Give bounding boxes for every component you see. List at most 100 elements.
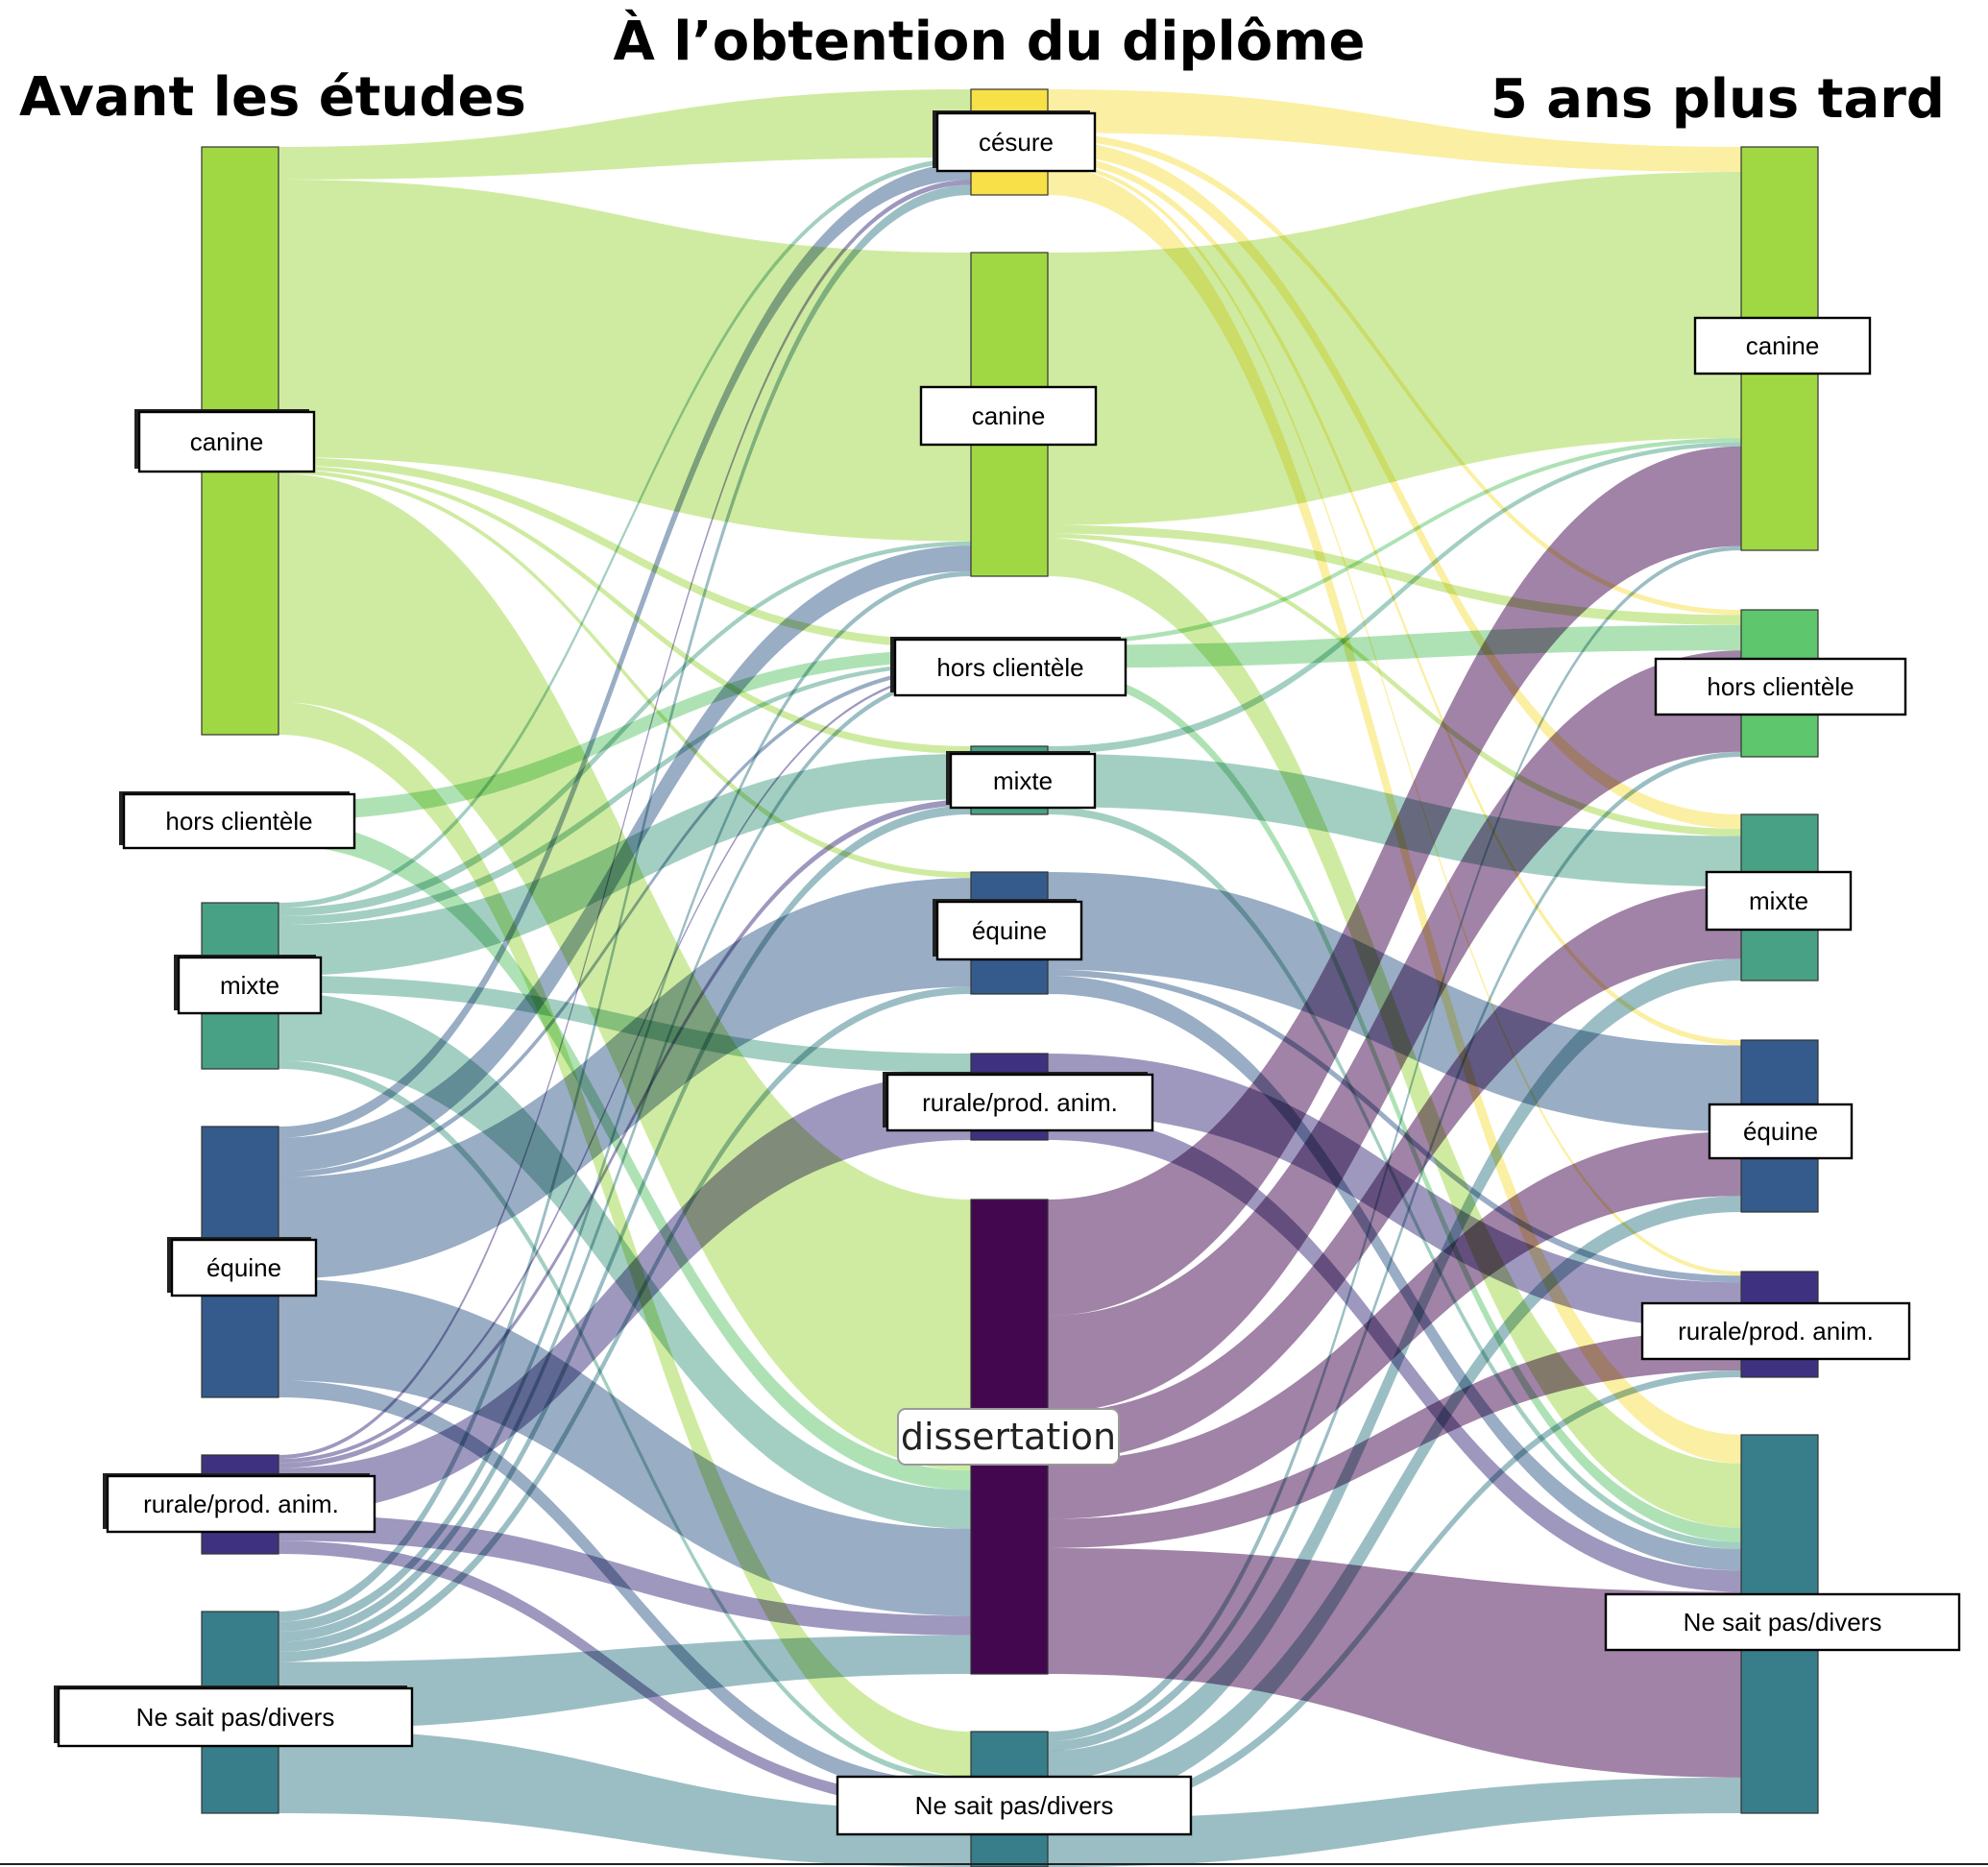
node-label-text: mixte (993, 766, 1053, 795)
flow-link-L5-M7 (279, 1729, 971, 1867)
flow-link-L0-M6 (279, 473, 971, 1471)
node-label-box (935, 111, 1097, 173)
node-label-text: hors clientèle (165, 807, 312, 836)
flow-link-M7-R2 (1048, 958, 1741, 1781)
flow-link-L3-M0 (279, 162, 971, 1138)
node-labels: canine hors clientèle mixte équine rurale/pr… (54, 110, 1961, 1836)
node-label-text: équine (1743, 1117, 1818, 1146)
flow-link-L0-M2 (279, 457, 971, 649)
column-title-graduation: À l’obtention du diplôme (613, 11, 1365, 73)
flow-link-L0-M0 (279, 89, 971, 180)
node-label-box (897, 1408, 1120, 1466)
node-label-box (1604, 1592, 1961, 1652)
node-label-box (836, 1775, 1193, 1836)
node-label-text: mixte (220, 971, 279, 1000)
node-label-R3: équine (1708, 1103, 1854, 1160)
flow-link-M0-R4 (1048, 161, 1741, 1276)
node-label-text: dissertation (901, 1416, 1116, 1458)
flow-link-M4-R5 (1048, 975, 1741, 1571)
node-label-box (1654, 657, 1907, 716)
flow-links (279, 89, 1741, 1867)
flow-link-M0-R0 (1048, 89, 1741, 172)
node-label-box (177, 956, 323, 1015)
flow-link-L3-M2 (279, 665, 971, 1177)
column-title-before: Avant les études (19, 66, 526, 129)
node-label-box (1693, 316, 1872, 376)
flow-link-M4-R4 (1048, 969, 1741, 1283)
flow-link-L5-M3 (279, 805, 971, 1652)
node-label-box (1708, 1103, 1854, 1160)
flow-link-M7-R0 (1048, 546, 1741, 1742)
flow-link-L5-M1 (279, 570, 971, 1633)
node-label-R2: mixte (1705, 870, 1853, 932)
flow-link-M0-R2 (1048, 139, 1741, 830)
flow-link-M3-R2 (1048, 753, 1741, 887)
node-label-M6: dissertation (897, 1408, 1120, 1466)
node-label-L5: Ne sait pas/divers (54, 1685, 414, 1748)
node-label-box (137, 410, 316, 473)
node-label-box (1640, 1301, 1911, 1361)
node-label-text: rurale/prod. anim. (922, 1088, 1118, 1117)
flow-link-M7-R3 (1048, 1196, 1741, 1809)
node-label-text: hors clientèle (936, 653, 1083, 682)
node-label-box (919, 385, 1098, 447)
flow-link-M7-R4 (1048, 1370, 1741, 1819)
node-label-text: Ne sait pas/divers (136, 1703, 335, 1732)
flow-link-L0-M7 (279, 702, 971, 1777)
flow-link-M7-R5 (1048, 1777, 1741, 1867)
flow-link-M6-R0 (1048, 446, 1741, 1316)
flow-link-M3-R0 (1048, 442, 1741, 754)
flow-link-M1-R1 (1048, 524, 1741, 625)
node-label-box (935, 900, 1083, 961)
flow-link-M2-R0 (1048, 438, 1741, 645)
flow-link-L2-M0 (279, 157, 971, 909)
flow-link-L4-M6 (279, 1514, 971, 1636)
flow-link-M6-R4 (1048, 1329, 1741, 1548)
node-label-box (106, 1474, 376, 1534)
node-label-text: césure (979, 128, 1054, 157)
flow-link-L0-M4 (279, 469, 971, 879)
node-label-R5: Ne sait pas/divers (1604, 1592, 1961, 1652)
flow-link-L1-M2 (279, 648, 971, 821)
node-label-text: équine (206, 1253, 281, 1282)
node-label-M0: césure (933, 110, 1097, 173)
node-label-text: Ne sait pas/divers (1684, 1608, 1882, 1637)
flow-link-L2-M5 (279, 975, 971, 1073)
node-label-text: canine (190, 427, 264, 456)
flow-link-L2-M1 (279, 541, 971, 917)
node-label-M3: mixte (946, 751, 1097, 810)
node-label-M2: hors clientèle (890, 637, 1127, 697)
node-label-M1: canine (919, 385, 1098, 447)
flow-link-M7-R1 (1048, 751, 1741, 1752)
flow-link-L3-M1 (279, 546, 971, 1172)
node-label-L0: canine (134, 409, 316, 473)
flow-link-M2-R5 (1048, 667, 1741, 1542)
node-label-R0: canine (1693, 316, 1872, 376)
flow-link-L4-M3 (279, 799, 971, 1468)
node-label-text: rurale/prod. anim. (1678, 1317, 1874, 1346)
node-label-box (122, 792, 356, 850)
flow-link-L0-M3 (279, 465, 971, 754)
flow-link-L4-M0 (279, 180, 971, 1460)
node-label-L1: hors clientèle (119, 791, 356, 850)
node-label-text: rurale/prod. anim. (143, 1490, 339, 1518)
node-label-text: canine (1746, 331, 1820, 360)
flow-link-L2-M6 (279, 992, 971, 1529)
node-label-box (885, 1073, 1154, 1132)
flow-link-M1-R2 (1048, 533, 1741, 837)
column-title-five-years: 5 ans plus tard (1491, 68, 1945, 131)
flow-link-M6-R1 (1048, 650, 1741, 1413)
node-label-box (170, 1238, 318, 1297)
flow-link-M6-R5 (1048, 1547, 1741, 1778)
column-titles: Avant les études À l’obtention du diplôm… (19, 11, 1945, 131)
node-label-text: Ne sait pas/divers (915, 1791, 1114, 1820)
flow-link-L3-M4 (279, 878, 971, 1279)
node-label-M5: rurale/prod. anim. (883, 1072, 1154, 1132)
node-label-text: hors clientèle (1707, 672, 1854, 701)
node-label-R4: rurale/prod. anim. (1640, 1301, 1911, 1361)
flow-link-L3-M6 (279, 1278, 971, 1616)
node-label-M4: équine (933, 899, 1083, 961)
node-label-text: équine (972, 916, 1047, 945)
flow-link-L5-M6 (279, 1635, 971, 1730)
